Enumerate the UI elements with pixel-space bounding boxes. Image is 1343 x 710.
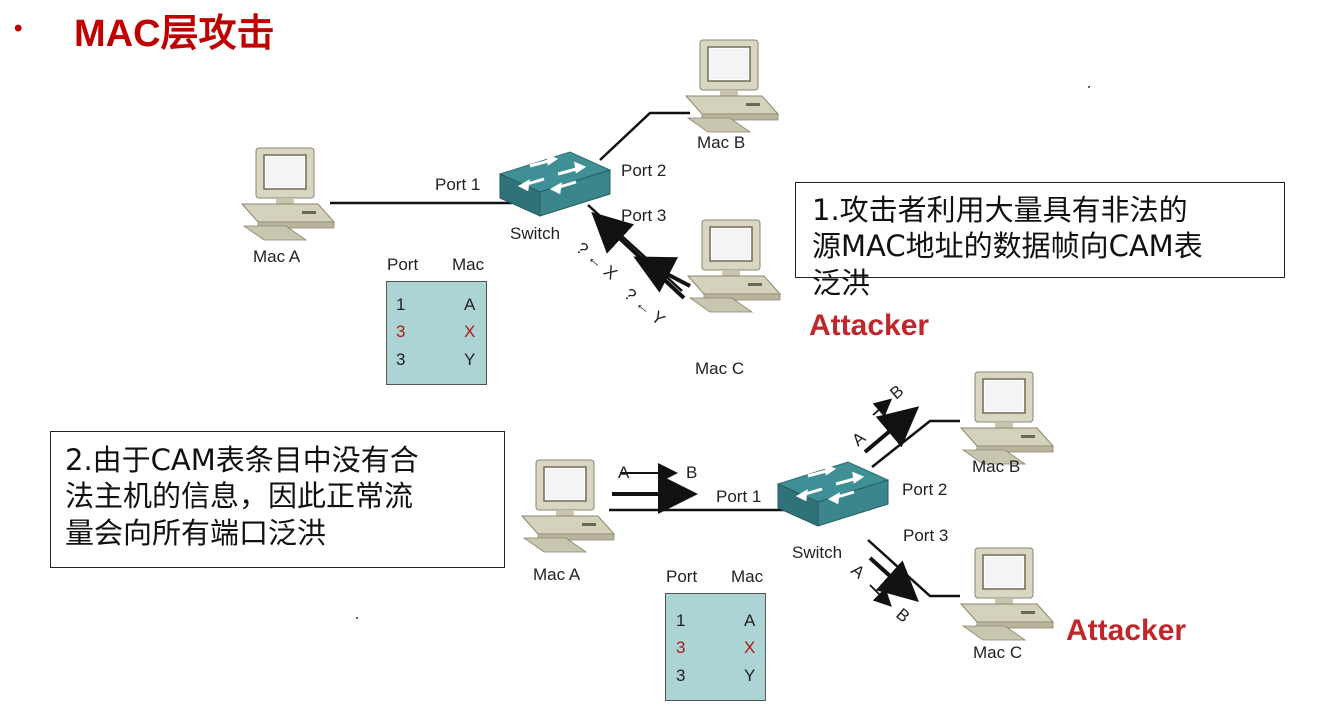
d1-attacker-label: Attacker: [809, 309, 930, 342]
d1-port3-label: Port 3: [621, 206, 666, 225]
d1-mac-b-label: Mac B: [697, 133, 745, 152]
d2-flow-c-label-a: A: [847, 561, 868, 583]
d2-cable-b: [871, 419, 960, 468]
d1-switch-label: Switch: [510, 224, 560, 243]
step2-line-3: 量会向所有端口泛洪: [65, 515, 327, 550]
step1-line-1: 1.攻击者利用大量具有非法的: [812, 193, 1188, 227]
page-title: MAC层攻击: [74, 12, 275, 55]
d2-cam-row3-port: 3: [676, 666, 686, 685]
d2-flow-arrow-b: [863, 406, 920, 454]
d2-flow-c-label-b: B: [892, 605, 913, 627]
d2-flow-arrow-b-small: [872, 398, 893, 418]
d2-cam-header-port: Port: [666, 567, 698, 586]
d2-mac-b-label: Mac B: [972, 457, 1020, 476]
d2-flow-label-a: A: [618, 463, 630, 482]
d1-switch-icon: [498, 150, 612, 218]
d1-mac-a-computer-icon: [241, 147, 335, 241]
d1-port2-label: Port 2: [621, 161, 666, 180]
d1-mac-a-label: Mac A: [253, 247, 301, 266]
d2-flow-label-b: B: [686, 463, 697, 482]
d2-flow-arrow-c: [868, 556, 919, 603]
d2-cam-row2-port: 3: [676, 638, 686, 657]
d1-mac-c-label: Mac C: [695, 359, 744, 378]
d2-cam-table: 1 A 3 X 3 Y: [665, 593, 766, 701]
d2-port3-label: Port 3: [903, 526, 948, 545]
d1-cam-row2-port: 3: [396, 322, 406, 341]
d1-flood-arrow-1: [591, 211, 686, 300]
d1-cable-b: [599, 111, 690, 161]
d2-mac-a-computer-icon: [521, 459, 615, 553]
d1-cam-row1-mac: A: [464, 295, 476, 314]
d1-cam-header-mac: Mac: [452, 255, 485, 274]
d1-mac-b-computer-icon: [685, 39, 779, 133]
d2-flow-arrow-c-small: [869, 584, 892, 607]
d2-attacker-label: Attacker: [1066, 614, 1187, 647]
d2-switch-label: Switch: [792, 543, 842, 562]
d2-cam-row1-port: 1: [676, 611, 686, 630]
d2-mac-c-label: Mac C: [973, 643, 1022, 662]
d1-cam-row1-port: 1: [396, 295, 406, 314]
title-bullet: •: [14, 15, 23, 42]
d1-mac-c-computer-icon: [687, 219, 781, 313]
d1-cam-table: 1 A 3 X 3 Y: [386, 281, 487, 385]
d2-switch-icon: [776, 460, 890, 528]
d2-port2-label: Port 2: [902, 480, 947, 499]
d2-mac-a-label: Mac A: [533, 565, 581, 584]
d1-cam-header-port: Port: [387, 255, 419, 274]
d1-port1-label: Port 1: [435, 175, 480, 194]
step2-line-2: 法主机的信息，因此正常流: [65, 479, 414, 514]
d1-flood-arrow-2: [633, 256, 691, 293]
step2-caption-box: 2.由于CAM表条目中没有合 法主机的信息，因此正常流 量会向所有端口泛洪: [50, 431, 505, 568]
d2-cable-c: [867, 539, 960, 598]
step1-caption-box: 1.攻击者利用大量具有非法的 源MAC地址的数据帧向CAM表 泛洪: [795, 182, 1285, 300]
d1-cam-row3-mac: Y: [464, 350, 476, 369]
d2-mac-b-computer-icon: [960, 371, 1054, 465]
step1-line-3: 泛洪: [812, 265, 871, 300]
d2-cam-row3-mac: Y: [744, 666, 756, 685]
d2-cam-row1-mac: A: [744, 611, 756, 630]
title-row: • MAC层攻击: [14, 4, 275, 55]
d2-cam-row2-mac: X: [744, 638, 756, 657]
d1-flood-label-x: ? ← X: [572, 239, 620, 284]
d2-cam-header-mac: Mac: [731, 567, 764, 586]
d2-flow-b-label-b: B: [886, 381, 907, 403]
d2-port1-label: Port 1: [716, 487, 761, 506]
d2-mac-c-computer-icon: [960, 547, 1054, 641]
step1-line-2: 源MAC地址的数据帧向CAM表: [812, 229, 1203, 264]
d1-cam-row2-mac: X: [464, 322, 476, 341]
d1-cam-row3-port: 3: [396, 350, 406, 369]
step2-line-1: 2.由于CAM表条目中没有合: [65, 443, 419, 477]
d2-flow-b-label-a: A: [848, 428, 869, 450]
d1-flood-label-y: ? ← Y: [620, 285, 668, 330]
